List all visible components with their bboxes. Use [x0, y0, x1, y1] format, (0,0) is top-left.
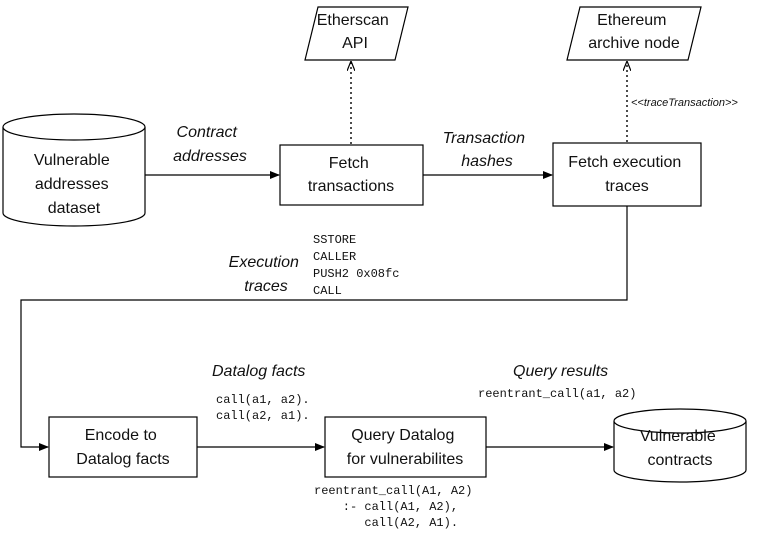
query-node: Query Datalog for vulnerabilites: [324, 416, 487, 478]
vulnerable-dataset-label: Vulnerable addresses dataset: [34, 152, 114, 217]
opcodes-code: SSTORE CALLER PUSH2 0x08fc CALL: [313, 233, 407, 298]
encode-node: Encode to Datalog facts: [48, 416, 198, 478]
query-result-code: reentrant_call(a1, a2): [478, 387, 636, 401]
archive-node-label: Ethereum archive node: [588, 12, 680, 52]
etherscan-api-label: Etherscan API: [317, 12, 394, 52]
archive-node: Ethereum archive node: [566, 6, 702, 61]
edge-traces-to-encode: [20, 206, 628, 451]
fetch-traces-node: Fetch execution traces: [552, 142, 702, 207]
fetch-transactions-label: Fetch transactions: [308, 155, 394, 195]
fetch-traces-label: Fetch execution traces: [568, 154, 685, 195]
datalog-facts-label: Datalog facts: [212, 363, 305, 380]
transaction-hashes-label: Transaction hashes: [443, 130, 530, 170]
rule-code: reentrant_call(A1, A2) :- call(A1, A2), …: [314, 484, 472, 530]
contract-addresses-label: Contract addresses: [173, 124, 247, 165]
execution-traces-label: Execution traces: [229, 254, 304, 295]
etherscan-api-node: Etherscan API: [304, 6, 409, 61]
query-label: Query Datalog for vulnerabilites: [347, 427, 464, 468]
fetch-transactions-node: Fetch transactions: [279, 144, 424, 206]
query-results-label: Query results: [513, 363, 608, 380]
facts-code: call(a1, a2). call(a2, a1).: [216, 393, 317, 423]
vulnerable-dataset-node: Vulnerable addresses dataset: [2, 113, 146, 227]
vulnerable-contracts-node: Vulnerable contracts: [613, 408, 747, 483]
vulnerable-contracts-label: Vulnerable contracts: [640, 428, 720, 469]
trace-transaction-label: <<traceTransaction>>: [631, 97, 738, 109]
encode-label: Encode to Datalog facts: [76, 427, 169, 468]
